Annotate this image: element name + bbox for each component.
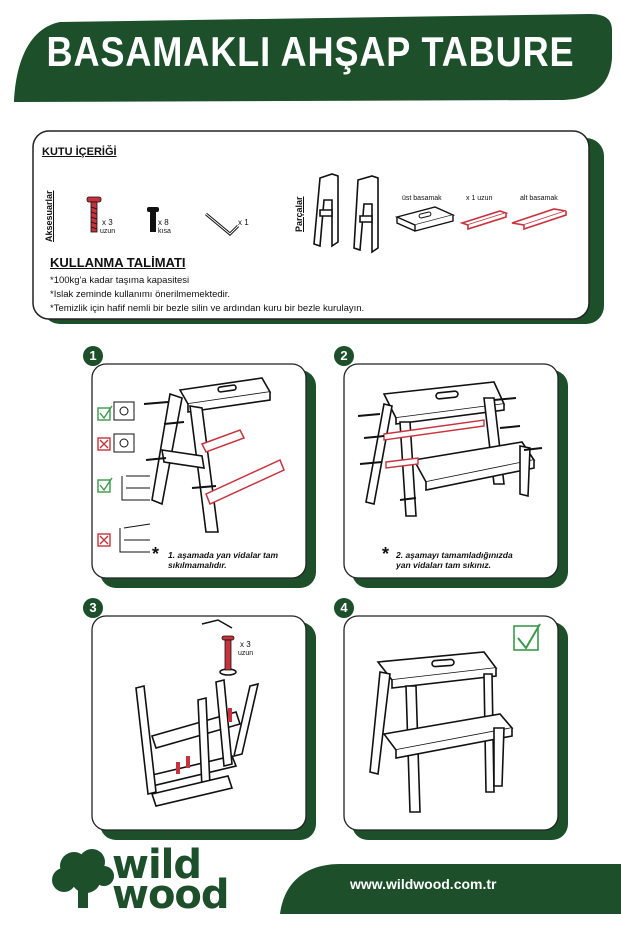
upper-step-icon: [395, 206, 455, 232]
long-screw-qty: x 3: [102, 218, 113, 227]
header-banner: [14, 14, 612, 102]
box-contents-panel: [32, 130, 604, 324]
allen-key-icon: [205, 212, 240, 237]
parts-label: Parçalar: [294, 196, 304, 232]
logo-wild: wild: [112, 842, 202, 888]
page-title: BASAMAKLI AHŞAP TABURE: [46, 28, 575, 75]
website-url[interactable]: www.wildwood.com.tr: [350, 876, 497, 892]
instruction-item: *100kg'a kadar taşıma kapasitesi: [50, 275, 190, 286]
logo-wood: wood: [112, 872, 230, 918]
step-2-note-line2: yan vidaları tam sıkınız.: [396, 560, 491, 570]
long-rail-icon: [460, 210, 508, 231]
instructions-title: KULLANMA TALİMATI: [50, 255, 186, 270]
step-1-asterisk: *: [152, 544, 160, 564]
step-2-note-line1: 2. aşamayı tamamladığınızda: [396, 550, 513, 560]
step-4-number: 4: [334, 598, 354, 618]
step-3-number: 3: [83, 598, 103, 618]
box-contents-title: KUTU İÇERİĞİ: [42, 146, 117, 158]
step-panels: [91, 363, 568, 840]
upper-step-caption: üst basamak: [402, 195, 442, 202]
accessories-label: Aksesuarlar: [44, 190, 54, 242]
lower-step-icon: [511, 208, 567, 231]
short-screw-caption: kısa: [158, 228, 171, 235]
step-3-qty-caption: uzun: [238, 650, 254, 657]
long-screw-caption: uzun: [100, 228, 116, 235]
short-screw-qty: x 8: [158, 218, 169, 227]
step-1-note-line1: 1. aşamada yan vidalar tam: [168, 550, 279, 560]
step-2-number: 2: [334, 346, 354, 366]
tree-logo-icon: [52, 849, 114, 908]
long-screw-icon: [86, 196, 102, 233]
footer-banner: [280, 864, 621, 914]
side-frames-icon: [313, 173, 379, 254]
header: BASAMAKLI AHŞAP TABURE: [0, 0, 621, 110]
step-1-illustration: [97, 377, 285, 553]
short-screw-icon: [147, 207, 159, 232]
allen-key-qty: x 1: [238, 218, 249, 227]
instruction-item: *Temizlik için hafif nemli bir bezle sil…: [50, 303, 365, 314]
step-2-asterisk: *: [382, 544, 390, 564]
instruction-item: *Islak zeminde kullanımı önerilmemektedi…: [50, 289, 231, 300]
step-1-number: 1: [83, 346, 103, 366]
step-1-note-line2: sıkılmamalıdır.: [168, 560, 227, 570]
step-2-illustration: [357, 381, 543, 517]
step-3-qty: x 3: [240, 640, 251, 649]
lower-step-caption: alt basamak: [520, 195, 558, 202]
step-4-illustration: [369, 623, 541, 813]
step-3-illustration: [135, 619, 260, 807]
long-rail-caption: x 1 uzun: [466, 195, 493, 202]
